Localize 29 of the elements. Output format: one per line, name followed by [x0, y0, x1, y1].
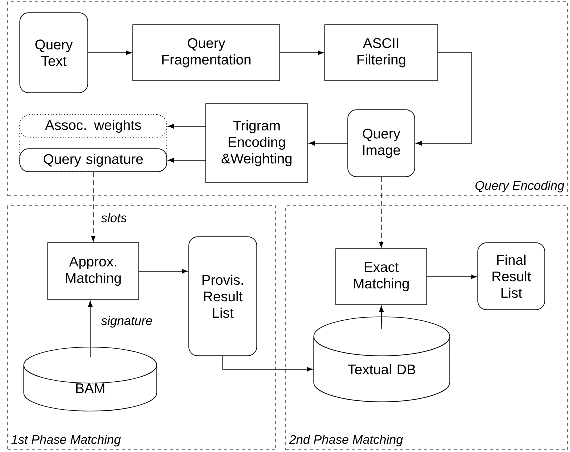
process-box: ASCII Filtering — [324, 24, 438, 82]
arrow — [168, 124, 206, 129]
rounded-box: Provis. Result List — [188, 236, 258, 356]
arrow — [426, 274, 477, 280]
edge-label: signature — [100, 315, 154, 329]
process-box: Exact Matching — [336, 248, 428, 306]
arrow — [168, 158, 206, 163]
rounded-box: Query Image — [348, 110, 416, 178]
dotted-rounded-box: Assoc. weights — [20, 114, 168, 138]
database-cylinder: BAM — [24, 346, 158, 412]
arrow — [91, 172, 96, 242]
process-box: Approx. Matching — [48, 242, 140, 300]
arrow — [88, 301, 93, 358]
dotted-group-box — [20, 114, 168, 172]
arrow — [88, 50, 132, 56]
arrow — [280, 50, 324, 56]
rounded-box: Final Result List — [478, 242, 546, 310]
process-box: Query Fragmentation — [132, 24, 280, 82]
rounded-box: Query signature — [20, 148, 168, 172]
arrow — [222, 356, 313, 372]
edge-label: slots — [100, 212, 128, 224]
arrow — [379, 176, 384, 248]
arrow — [379, 306, 384, 330]
arrow — [138, 269, 188, 274]
arrow — [309, 141, 348, 146]
arrow — [416, 52, 472, 146]
database-cylinder: Textual DB — [314, 316, 450, 402]
rounded-box: Query Text — [20, 12, 88, 94]
process-box: Trigram Encoding &Weighting — [206, 104, 308, 184]
